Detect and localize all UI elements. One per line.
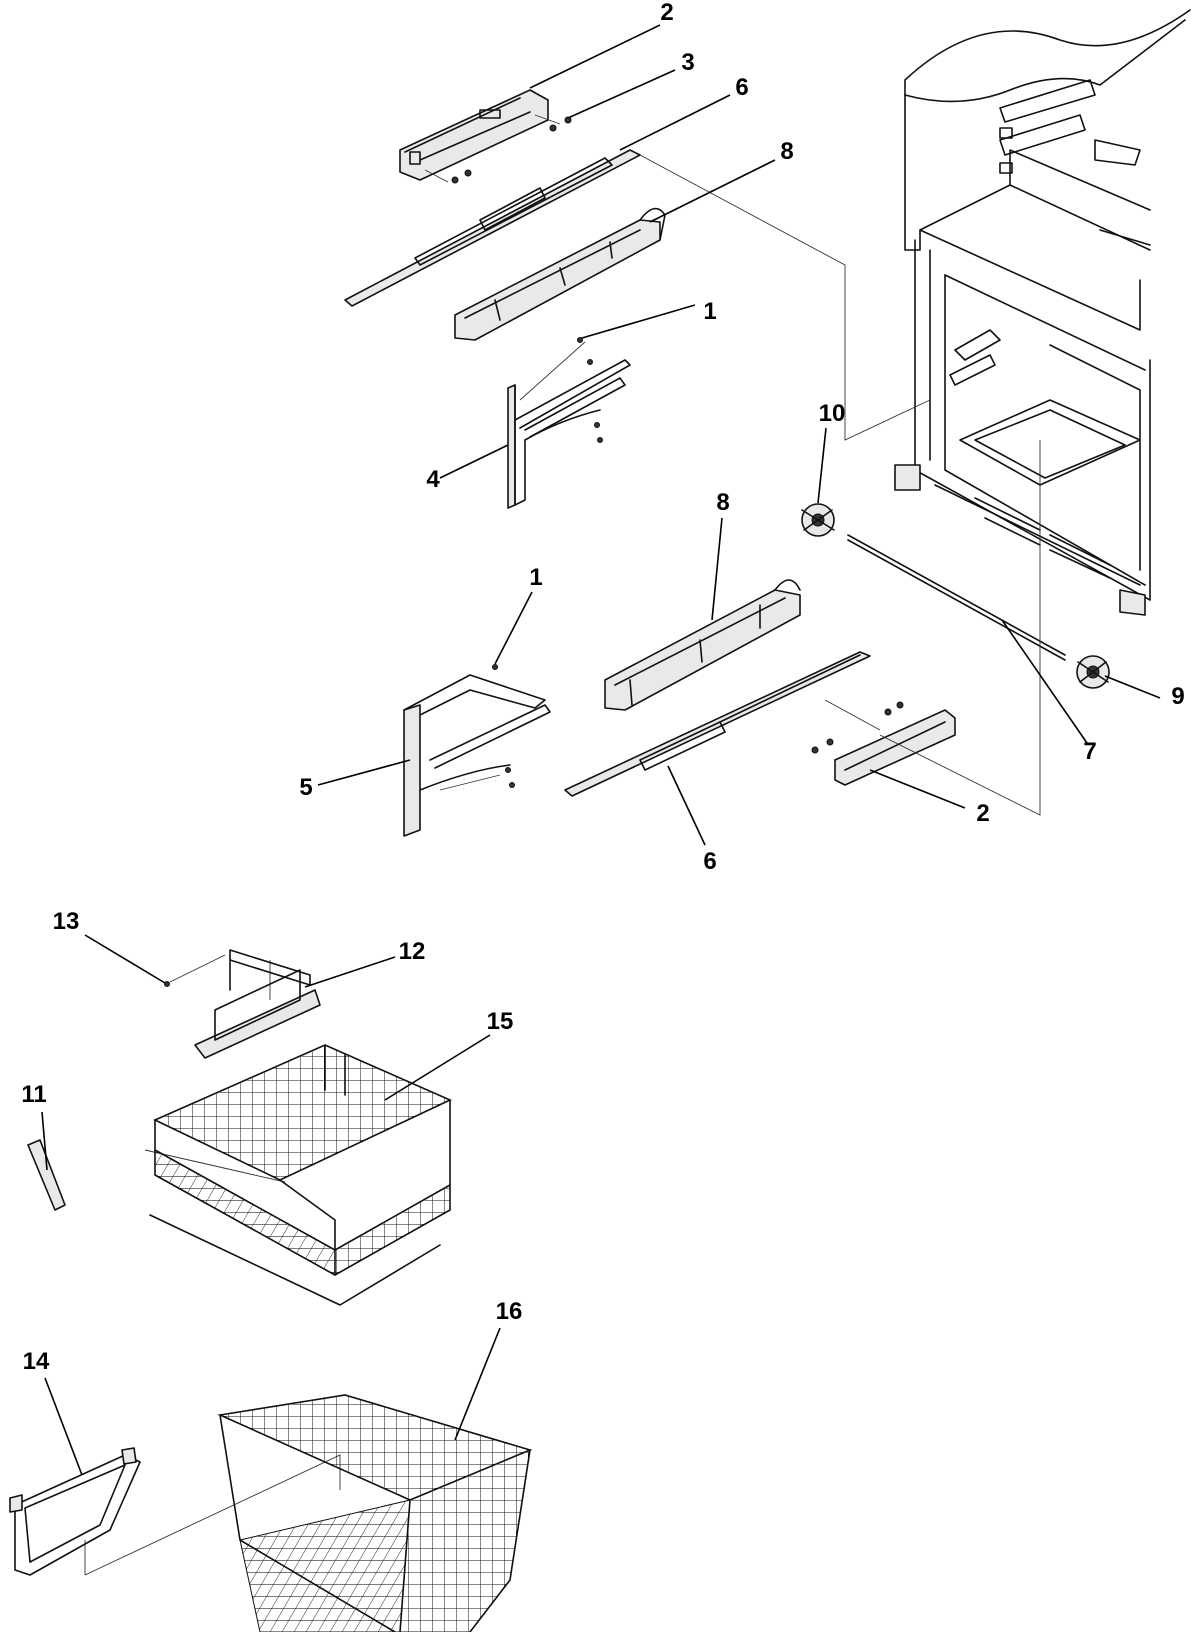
callout-10: 10 (818, 400, 846, 427)
screws-part-3 (424, 114, 572, 184)
rod-part-7 (847, 534, 1066, 661)
callout-6-top: 6 (735, 74, 749, 101)
callout-1-top: 1 (703, 298, 717, 325)
callout-15: 15 (486, 1008, 514, 1035)
assembly-guide-lines (84, 154, 1041, 1576)
callout-8-top: 8 (780, 138, 794, 165)
top-bracket-part-2 (399, 89, 549, 181)
callout-3: 3 (681, 49, 695, 76)
callout-5: 5 (299, 774, 313, 801)
lower-wire-basket-part-16 (217, 1394, 533, 1633)
lower-rail-cover-part-8 (604, 579, 801, 711)
callout-13: 13 (52, 908, 80, 935)
gear-part-9 (1076, 655, 1110, 689)
callout-9: 9 (1171, 683, 1185, 710)
lower-support-bracket-part-5 (403, 664, 551, 837)
upper-wire-basket-part-15 (149, 1044, 452, 1306)
callout-2-bottom: 2 (976, 800, 990, 827)
lower-slide-rail-part-6 (564, 651, 871, 797)
callout-11: 11 (21, 1081, 47, 1108)
callout-12: 12 (398, 938, 426, 965)
top-rail-cover-part-8 (454, 207, 666, 341)
refrigerator-cabinet (894, 9, 1191, 616)
divider-part-12 (194, 949, 321, 1059)
top-slide-rail-part-6 (344, 149, 641, 307)
callout-8-bottom: 8 (716, 489, 730, 516)
callout-7: 7 (1083, 738, 1097, 765)
clip-part-11 (27, 1139, 66, 1211)
screw-part-13 (164, 954, 226, 987)
upper-support-bracket-part-4 (507, 337, 631, 509)
callout-2-top: 2 (660, 0, 674, 26)
callout-leader-lines (41, 24, 1161, 1476)
basket-divider-part-14 (9, 1447, 141, 1576)
callout-14: 14 (22, 1348, 50, 1375)
gear-part-10 (801, 503, 835, 537)
callout-6-bottom: 6 (703, 848, 717, 875)
callout-4: 4 (426, 466, 440, 493)
lower-bracket-part-2 (811, 701, 956, 786)
callout-16: 16 (495, 1298, 523, 1325)
callout-1-bottom: 1 (529, 564, 543, 591)
